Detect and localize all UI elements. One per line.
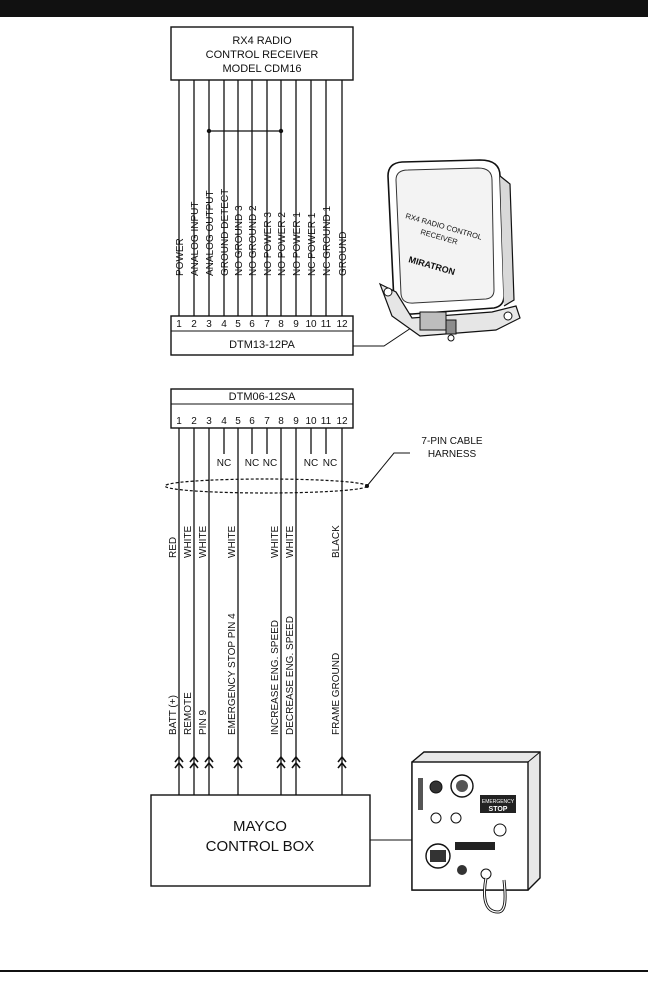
receiver-pin-label: NO POWER 2 bbox=[277, 212, 288, 276]
pin-number: 8 bbox=[278, 416, 284, 427]
pin-number: 1 bbox=[176, 319, 182, 330]
control-box bbox=[150, 794, 371, 887]
receiver-pin-label: NO POWER 3 bbox=[263, 212, 274, 276]
receiver-title-line-1: RX4 RADIO bbox=[232, 35, 292, 47]
wire-color-label: WHITE bbox=[198, 525, 209, 558]
receiver-pin-label: NO GROUND 3 bbox=[234, 205, 245, 276]
pin-number: 4 bbox=[221, 416, 227, 427]
pin-number: 7 bbox=[264, 319, 270, 330]
wire-function-label: EMERGENCY STOP PIN 4 bbox=[227, 613, 238, 735]
pin-number: 2 bbox=[191, 416, 197, 427]
pin-number: 11 bbox=[321, 319, 332, 330]
receiver-illustration: RX4 RADIO CONTROL RECEIVER MIRATRON bbox=[378, 159, 521, 342]
pin-number: 12 bbox=[336, 319, 348, 330]
wire-function-label: REMOTE bbox=[183, 692, 194, 735]
receiver-pin-label: GROUND bbox=[338, 232, 349, 276]
receiver-title-line-3: MODEL CDM16 bbox=[222, 63, 301, 75]
pin-number: 10 bbox=[305, 319, 317, 330]
connector-dtm06-pin-numbers: 1 2 3 4 5 6 7 8 9 10 11 12 bbox=[176, 416, 348, 427]
pin-number: 5 bbox=[235, 416, 241, 427]
control-box-button-line-1: EMERGENCY bbox=[482, 799, 515, 805]
wire-function-label: INCREASE ENG. SPEED bbox=[270, 620, 281, 735]
pin-number: 5 bbox=[235, 319, 241, 330]
nc-label: NC bbox=[245, 458, 259, 469]
pin-number: 8 bbox=[278, 319, 284, 330]
nc-label: NC bbox=[323, 458, 337, 469]
control-box-button-line-2: STOP bbox=[489, 806, 508, 813]
nc-stub-wires bbox=[223, 428, 327, 454]
wire-color-label: BLACK bbox=[331, 525, 342, 558]
plug-chevrons bbox=[174, 755, 347, 769]
pin-number: 3 bbox=[206, 319, 212, 330]
wire-function-label: PIN 9 bbox=[198, 710, 209, 735]
receiver-title-box bbox=[170, 26, 354, 81]
connector-dtm06-label: DTM06-12SA bbox=[229, 391, 296, 403]
receiver-wires bbox=[178, 80, 343, 316]
jumper-pin3-pin8 bbox=[206, 128, 284, 134]
receiver-pin-label: ANALOG OUTPUT bbox=[205, 190, 216, 276]
pin-number: 3 bbox=[206, 416, 212, 427]
receiver-title-line-2: CONTROL RECEIVER bbox=[206, 49, 319, 61]
pin-number: 4 bbox=[221, 319, 227, 330]
connector-dtm13-pin-numbers: 1 2 3 4 5 6 7 8 9 10 11 12 bbox=[176, 319, 348, 330]
wire-function-label: FRAME GROUND bbox=[331, 653, 342, 735]
receiver-pin-label: ANALOG INPUT bbox=[190, 202, 201, 276]
nc-labels: NC NC NC NC NC bbox=[217, 458, 337, 469]
pin-number: 2 bbox=[191, 319, 197, 330]
wire-color-label: RED bbox=[168, 537, 179, 558]
pin-number: 9 bbox=[293, 319, 299, 330]
wire-color-label: WHITE bbox=[270, 525, 281, 558]
wire-function-label: BATT (+) bbox=[168, 695, 179, 735]
wire-color-labels: RED WHITE WHITE WHITE WHITE WHITE BLACK bbox=[168, 525, 342, 558]
pin-number: 7 bbox=[264, 416, 270, 427]
pin-number: 6 bbox=[249, 319, 255, 330]
receiver-pin-label: NC GROUND 1 bbox=[322, 206, 333, 276]
pin-number: 1 bbox=[176, 416, 182, 427]
nc-label: NC bbox=[263, 458, 277, 469]
wire-color-label: WHITE bbox=[183, 525, 194, 558]
receiver-pin-label: POWER bbox=[175, 238, 186, 276]
control-box-title-line-2: CONTROL BOX bbox=[206, 838, 315, 855]
control-box-illustration: EMERGENCY STOP bbox=[411, 751, 541, 914]
wire-function-label: DECREASE ENG. SPEED bbox=[285, 616, 296, 735]
connector-dtm06-box bbox=[170, 388, 354, 429]
nc-label: NC bbox=[217, 458, 231, 469]
pin-number: 12 bbox=[336, 416, 348, 427]
receiver-pin-label: GROUND DETECT bbox=[220, 189, 231, 276]
receiver-pin-label: NO GROUND 2 bbox=[248, 205, 259, 276]
receiver-pin-labels: POWER ANALOG INPUT ANALOG OUTPUT GROUND … bbox=[175, 189, 349, 276]
connector-dtm13-box bbox=[170, 315, 354, 356]
pin-number: 6 bbox=[249, 416, 255, 427]
receiver-pin-label: NO POWER 1 bbox=[292, 212, 303, 276]
wire-color-label: WHITE bbox=[227, 525, 238, 558]
header-bar bbox=[0, 0, 648, 17]
nc-label: NC bbox=[304, 458, 318, 469]
cable-harness-bundle bbox=[164, 478, 368, 494]
control-box-title-line-1: MAYCO bbox=[233, 818, 287, 835]
harness-wires bbox=[178, 428, 343, 795]
pin-number: 11 bbox=[321, 416, 332, 427]
receiver-pin-label: NC POWER 1 bbox=[307, 212, 318, 276]
pin-number: 9 bbox=[293, 416, 299, 427]
wire-function-labels: BATT (+) REMOTE PIN 9 EMERGENCY STOP PIN… bbox=[168, 613, 342, 735]
cable-harness-label-line-1: 7-PIN CABLE bbox=[421, 436, 482, 447]
wire-color-label: WHITE bbox=[285, 525, 296, 558]
cable-harness-label-line-2: HARNESS bbox=[428, 449, 477, 460]
pin-number: 10 bbox=[305, 416, 317, 427]
connector-dtm13-label: DTM13-12PA bbox=[229, 339, 295, 351]
